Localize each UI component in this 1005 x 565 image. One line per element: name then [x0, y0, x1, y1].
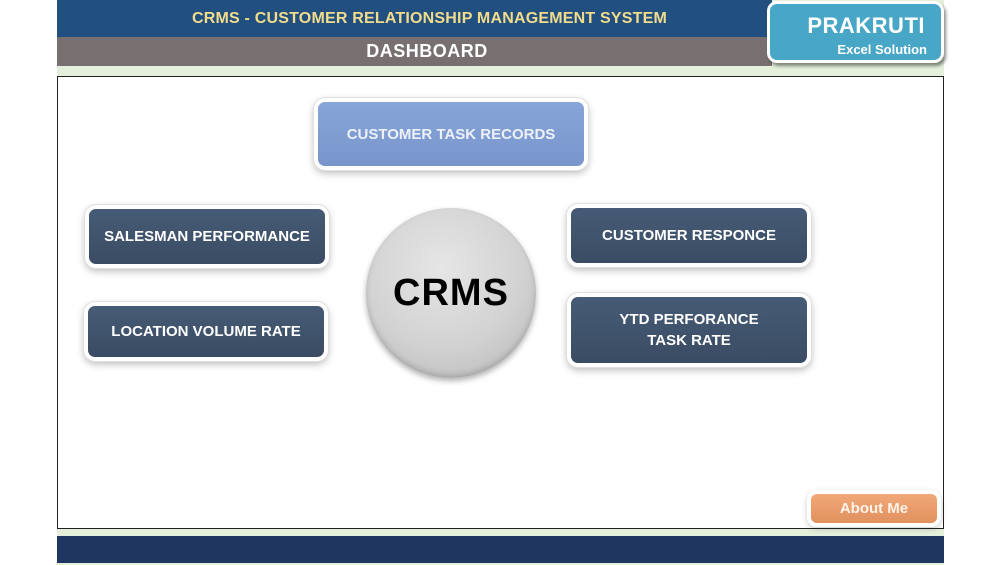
customer-task-records-button[interactable]: CUSTOMER TASK RECORDS [318, 102, 584, 166]
customer-responce-label: CUSTOMER RESPONCE [602, 227, 776, 244]
brand-logo: PRAKRUTI Excel Solution [767, 1, 944, 63]
ytd-performance-task-rate-button[interactable]: YTD PERFORANCE TASK RATE [571, 297, 807, 363]
customer-task-records-label: CUSTOMER TASK RECORDS [346, 125, 556, 143]
brand-tagline: Excel Solution [837, 42, 927, 57]
ytd-performance-task-rate-label: YTD PERFORANCE TASK RATE [619, 311, 759, 349]
about-me-label: About Me [839, 500, 909, 517]
footer-bar [57, 536, 944, 563]
title-banner: CRMS - CUSTOMER RELATIONSHIP MANAGEMENT … [57, 0, 772, 37]
salesman-performance-label: SALESMAN PERFORMANCE [104, 228, 310, 245]
crms-center-label: CRMS [393, 271, 509, 314]
page-title: DASHBOARD [366, 41, 488, 61]
subtitle-banner: DASHBOARD [57, 37, 772, 66]
location-volume-rate-button[interactable]: LOCATION VOLUME RATE [88, 306, 324, 357]
about-me-button[interactable]: About Me [811, 494, 937, 523]
location-volume-rate-label: LOCATION VOLUME RATE [111, 323, 301, 340]
brand-name: PRAKRUTI [807, 13, 925, 38]
app-title: CRMS - CUSTOMER RELATIONSHIP MANAGEMENT … [192, 9, 667, 27]
crms-center-button[interactable]: CRMS [366, 208, 536, 378]
salesman-performance-button[interactable]: SALESMAN PERFORMANCE [89, 209, 325, 264]
customer-responce-button[interactable]: CUSTOMER RESPONCE [571, 208, 807, 263]
